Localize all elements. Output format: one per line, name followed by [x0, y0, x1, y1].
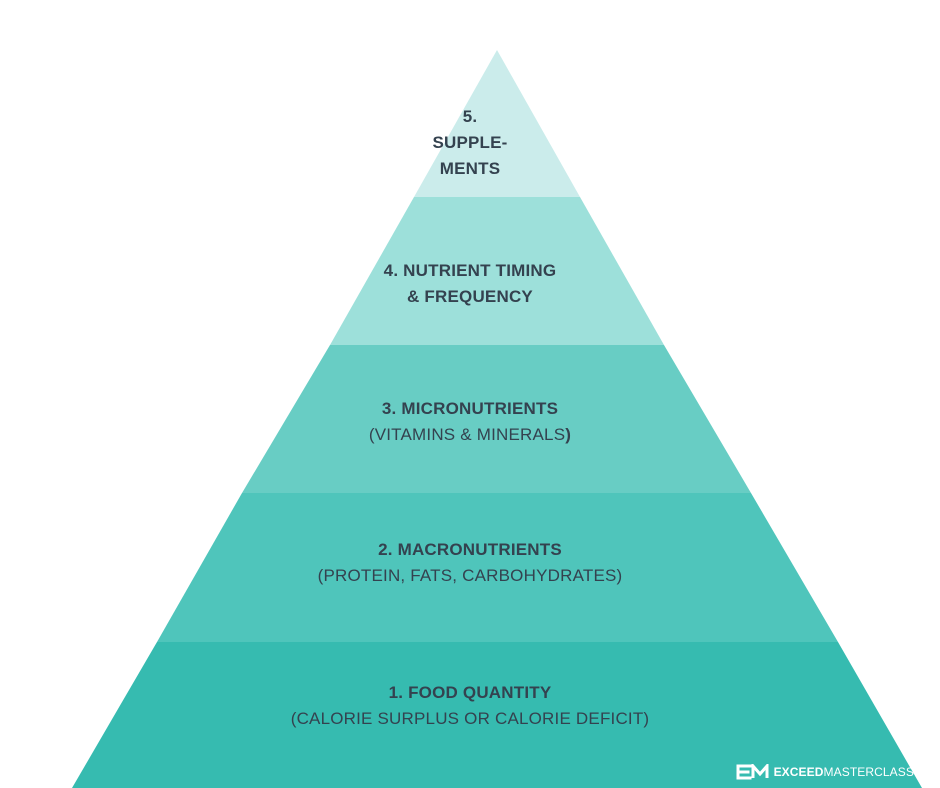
tier-2-title: 2. MACRONUTRIENTS [378, 540, 562, 559]
tier-1-title: 1. FOOD QUANTITY [388, 683, 552, 702]
tier-4-title-line2: & FREQUENCY [407, 287, 533, 306]
tier-5-title-line2: SUPPLE- [432, 133, 508, 152]
tier-2-subtitle: (PROTEIN, FATS, CARBOHYDRATES) [317, 566, 623, 585]
tier-2-band [157, 493, 838, 642]
tier-1-label: 1. FOOD QUANTITY (CALORIE SURPLUS OR CAL… [0, 680, 940, 732]
tier-3-subtitle: (VITAMINS & MINERALS) [0, 422, 940, 448]
tier-2-label: 2. MACRONUTRIENTS (PROTEIN, FATS, CARBOH… [0, 537, 940, 589]
tier-5-title-line1: 5. [462, 107, 478, 126]
tier-5-band [414, 50, 580, 197]
tier-3-title: 3. MICRONUTRIENTS [381, 399, 559, 418]
brand-name-strong: EXCEED [773, 765, 824, 779]
tier-4-title-line1: 4. NUTRIENT TIMING [383, 261, 557, 280]
tier-5-title-line3: MENTS [439, 159, 501, 178]
tier-4-band [330, 197, 664, 345]
tier-3-subtitle-end: ) [565, 425, 572, 444]
em-logo-icon [736, 764, 769, 780]
tier-5-label: 5. SUPPLE- MENTS [0, 104, 940, 182]
tier-1-band [72, 642, 922, 788]
brand-name-light: MASTERCLASS [823, 765, 914, 779]
tier-3-label: 3. MICRONUTRIENTS (VITAMINS & MINERALS) [0, 396, 940, 448]
brand-watermark: EXCEEDMASTERCLASS [736, 764, 914, 780]
brand-name: EXCEEDMASTERCLASS [774, 765, 914, 779]
tier-3-subtitle-main: (VITAMINS & MINERALS [368, 425, 566, 444]
tier-3-band [242, 345, 751, 493]
tier-4-label: 4. NUTRIENT TIMING & FREQUENCY [0, 258, 940, 310]
tier-1-subtitle: (CALORIE SURPLUS OR CALORIE DEFICIT) [290, 709, 650, 728]
